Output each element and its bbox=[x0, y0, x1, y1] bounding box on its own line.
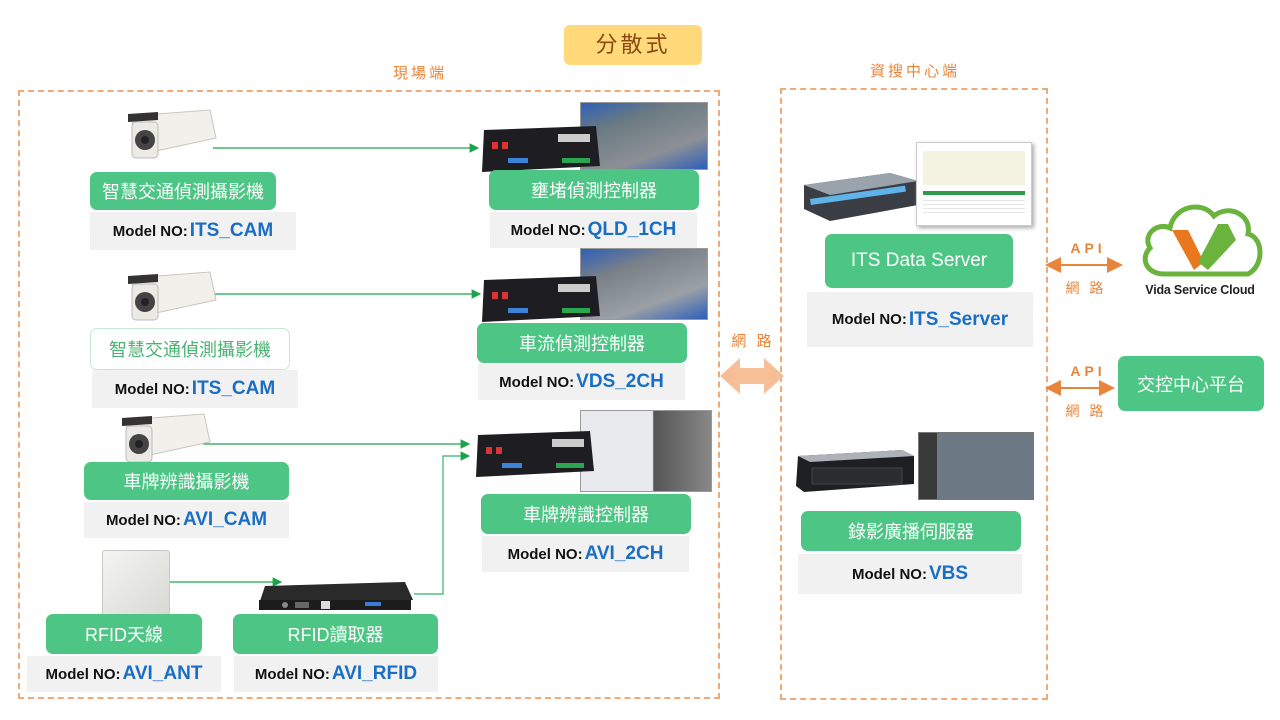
tcc-platform-button[interactable]: 交控中心平台 bbox=[1118, 356, 1264, 411]
nvr-server-icon bbox=[796, 450, 914, 492]
rack-server-icon bbox=[804, 173, 918, 221]
ctrl2-model: Model NO: VDS_2CH bbox=[478, 364, 685, 400]
rfid-ant-label[interactable]: RFID天線 bbox=[46, 614, 202, 654]
model-number: AVI_2CH bbox=[584, 543, 664, 564]
network-double-arrow bbox=[720, 358, 784, 394]
vds-software-screenshot bbox=[580, 248, 708, 320]
field-region bbox=[18, 90, 720, 699]
model-prefix: Model NO: bbox=[831, 311, 907, 328]
model-number: AVI_CAM bbox=[182, 509, 268, 530]
vida-cloud-label: Vida Service Cloud bbox=[1145, 283, 1255, 297]
edge-controller-icon bbox=[476, 431, 594, 477]
connector-rfid-ctrl3 bbox=[414, 451, 471, 595]
cam2-model: Model NO: ITS_CAM bbox=[92, 370, 298, 408]
rfid-antenna-icon bbox=[102, 550, 170, 618]
network-label-tcc: 網 路 bbox=[1065, 403, 1107, 419]
model-prefix: Model NO: bbox=[499, 373, 575, 391]
model-prefix: Model NO: bbox=[114, 380, 190, 398]
field-region-label: 現場端 bbox=[392, 65, 447, 82]
edge-controller-icon bbox=[482, 276, 600, 322]
ctrl3-label[interactable]: 車牌辨識控制器 bbox=[481, 494, 691, 534]
model-number: QLD_1CH bbox=[587, 219, 677, 240]
model-prefix: Model NO: bbox=[851, 565, 927, 583]
network-label-cloud: 網 路 bbox=[1065, 280, 1107, 296]
network-label: 網 路 bbox=[731, 333, 775, 350]
rfid-reader-model: Model NO: AVI_RFID bbox=[234, 656, 438, 692]
its-server-label[interactable]: ITS Data Server bbox=[825, 234, 1013, 288]
lpr-camera-icon bbox=[122, 413, 211, 463]
diagram-title: 分散式 bbox=[564, 25, 702, 65]
ctrl3-model: Model NO: AVI_2CH bbox=[482, 536, 689, 572]
model-number: ITS_CAM bbox=[191, 378, 276, 399]
avi-software-screenshot bbox=[580, 410, 712, 492]
vbs-software-screenshot bbox=[918, 432, 1034, 500]
rfid-reader-icon bbox=[259, 582, 413, 610]
ctrl1-label[interactable]: 壅堵偵測控制器 bbox=[489, 170, 699, 210]
model-prefix: Model NO: bbox=[507, 545, 583, 563]
edge-controller-icon bbox=[482, 126, 600, 172]
ctrl1-model: Model NO: QLD_1CH bbox=[490, 212, 697, 248]
cam1-model: Model NO: ITS_CAM bbox=[90, 212, 296, 250]
model-number: ITS_Server bbox=[908, 308, 1009, 330]
datacenter-region-label: 資搜中心端 bbox=[869, 63, 960, 80]
vida-cloud-logo-icon bbox=[1142, 204, 1263, 277]
model-prefix: Model NO: bbox=[510, 221, 586, 239]
cam2-label[interactable]: 智慧交通偵測攝影機 bbox=[90, 328, 290, 370]
vbs-label[interactable]: 錄影廣播伺服器 bbox=[801, 511, 1021, 551]
model-prefix: Model NO: bbox=[45, 665, 121, 683]
api-label-cloud: API bbox=[1070, 240, 1106, 256]
traffic-camera-icon bbox=[128, 271, 217, 321]
ctrl2-label[interactable]: 車流偵測控制器 bbox=[477, 323, 687, 363]
its-server-dashboard-screenshot bbox=[916, 142, 1032, 226]
cam3-model: Model NO: AVI_CAM bbox=[84, 502, 289, 538]
cam1-label[interactable]: 智慧交通偵測攝影機 bbox=[90, 172, 276, 210]
model-prefix: Model NO: bbox=[112, 222, 188, 240]
rfid-ant-model: Model NO: AVI_ANT bbox=[27, 656, 221, 692]
model-number: VBS bbox=[928, 563, 969, 584]
model-prefix: Model NO: bbox=[254, 665, 330, 683]
api-label-tcc: API bbox=[1070, 363, 1106, 379]
model-number: VDS_2CH bbox=[576, 371, 664, 392]
cam3-label[interactable]: 車牌辨識攝影機 bbox=[84, 462, 289, 500]
model-number: AVI_ANT bbox=[122, 663, 203, 684]
vbs-model: Model NO: VBS bbox=[798, 554, 1022, 594]
model-number: AVI_RFID bbox=[331, 663, 418, 684]
traffic-camera-icon bbox=[128, 109, 217, 159]
model-prefix: Model NO: bbox=[105, 511, 181, 529]
model-number: ITS_CAM bbox=[189, 220, 274, 241]
its-server-model: Model NO: ITS_Server bbox=[807, 292, 1033, 347]
rfid-reader-label[interactable]: RFID讀取器 bbox=[233, 614, 438, 654]
